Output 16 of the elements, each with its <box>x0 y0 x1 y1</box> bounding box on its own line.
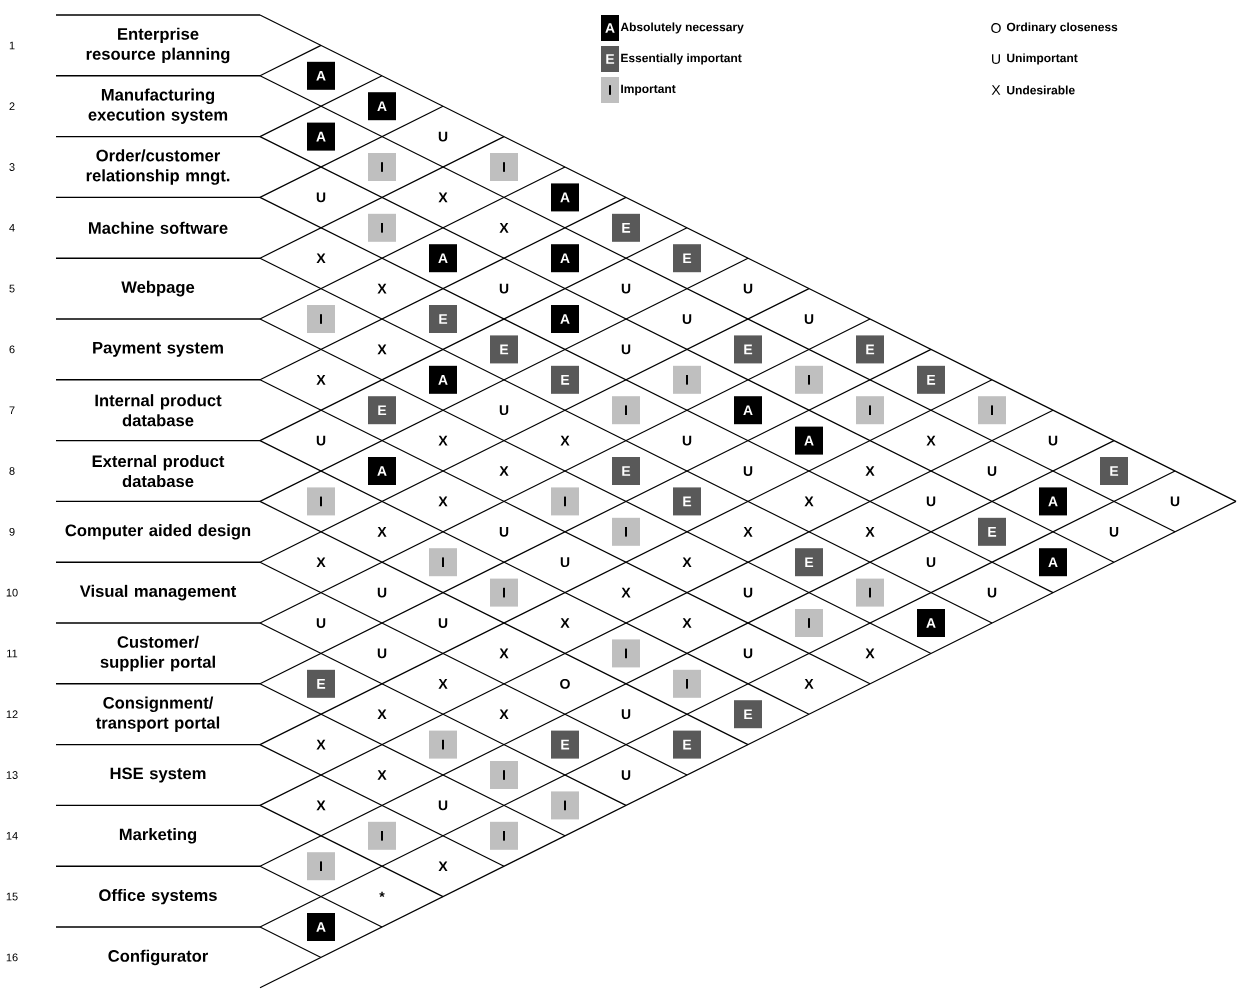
row-label: Machine software <box>89 221 228 234</box>
row-label: Office systems <box>99 888 217 905</box>
row-label: Internal product database <box>95 394 222 427</box>
row-label: Consignment/ transport portal <box>95 696 220 732</box>
row-label: Customer/ supplier portal <box>100 635 215 672</box>
row-label: Visual management <box>79 584 237 601</box>
row-label: Manufacturing execution system <box>88 88 228 124</box>
row-label: Webpage <box>121 280 195 297</box>
row-label: Payment system <box>93 342 223 357</box>
row-label: Enterprise resource planning <box>86 27 230 64</box>
row-label: HSE system <box>110 767 206 783</box>
row-label: Configurator <box>108 949 208 966</box>
row-label: Marketing <box>119 828 197 844</box>
row-label: Order/customer relationship mngt. <box>86 149 230 185</box>
row-label: Computer aided design <box>65 524 251 540</box>
row-label: External product database <box>92 454 225 488</box>
